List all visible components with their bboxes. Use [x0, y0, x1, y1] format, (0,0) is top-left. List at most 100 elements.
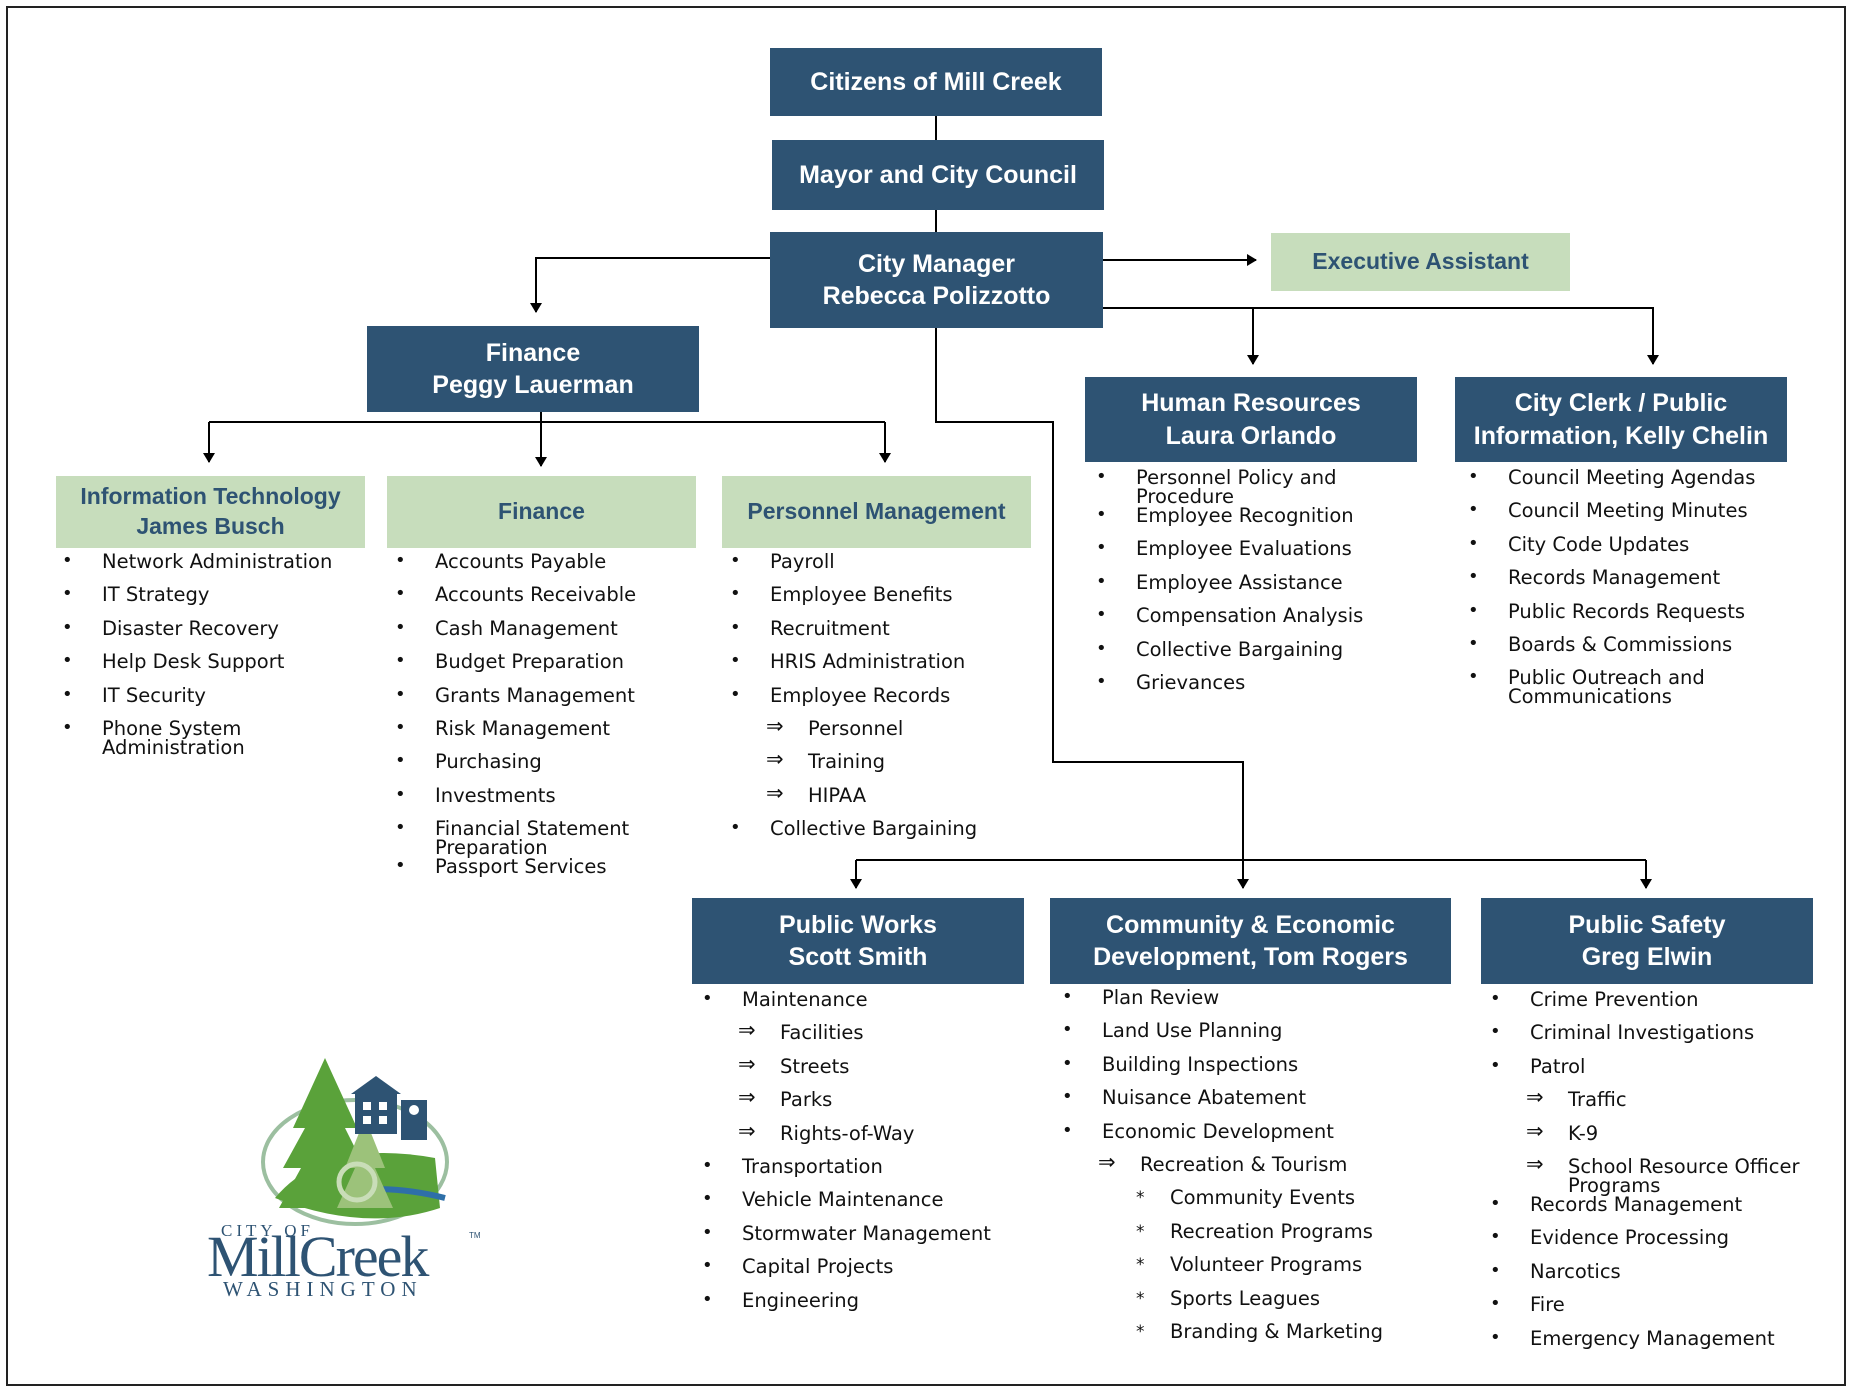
personnel-division-list: •Payroll•Employee Benefits•Recruitment•H… — [724, 550, 1034, 853]
list-item-text: Facilities — [780, 1021, 864, 1045]
list-item-text: Budget Preparation — [435, 650, 624, 674]
bullet-icon: • — [1490, 1259, 1501, 1281]
list-item: ⇒HIPAA — [724, 782, 1034, 819]
list-item-text: Council Meeting Agendas — [1508, 466, 1756, 489]
bullet-icon: • — [395, 616, 406, 638]
bullet-icon: • — [395, 855, 406, 877]
bullet-icon: • — [702, 1221, 713, 1243]
list-item-text: Employee Assistance — [1136, 570, 1343, 594]
asterisk-icon: * — [1136, 1321, 1145, 1342]
list-item: •Personnel Policy and Procedure — [1090, 467, 1430, 506]
list-item-text: Payroll — [770, 550, 835, 573]
city-manager-name: Rebecca Polizzotto — [822, 282, 1051, 310]
asterisk-icon: * — [1136, 1188, 1145, 1209]
list-item: •IT Security — [56, 683, 356, 719]
list-item: ⇒School Resource Officer Programs — [1484, 1153, 1814, 1197]
human-resources-title: Human Resources — [1141, 389, 1361, 417]
bullet-icon: • — [395, 716, 406, 738]
citizens-box: Citizens of Mill Creek — [770, 48, 1102, 116]
list-item-text: Council Meeting Minutes — [1508, 499, 1748, 523]
city-clerk-list: • Council Meeting Agendas • Council Meeting… — [1462, 466, 1802, 707]
bullet-icon: • — [395, 817, 406, 839]
logo-mill — [355, 1092, 397, 1134]
list-item-text: Plan Review — [1102, 986, 1220, 1009]
list-item: •Nuisance Abatement — [1056, 1087, 1436, 1121]
double-arrow-icon: ⇒ — [766, 747, 784, 772]
bullet-icon: • — [62, 650, 73, 672]
bullet-icon: • — [1096, 670, 1107, 692]
mill-creek-logo: CITY OF MillCreek TM WASHINGTON — [207, 1058, 481, 1298]
list-item-text: Stormwater Management — [742, 1221, 991, 1245]
list-item-text: IT Strategy — [102, 583, 210, 607]
it-division-head: James Busch — [136, 513, 285, 539]
bullet-icon: • — [1468, 532, 1479, 554]
list-item-text: Employee Recognition — [1136, 504, 1354, 527]
list-item-text: Purchasing — [435, 750, 542, 774]
list-item-text: Criminal Investigations — [1530, 1021, 1755, 1045]
list-item: •Cash Management — [389, 616, 689, 652]
bullet-icon: • — [1490, 1192, 1501, 1214]
bullet-icon: • — [730, 583, 741, 605]
list-item-text: City Code Updates — [1508, 532, 1690, 556]
list-item: •Phone System Administration — [56, 718, 356, 757]
list-item: •Narcotics — [1484, 1259, 1814, 1295]
bullet-icon: • — [730, 817, 741, 839]
list-item: •Payroll — [724, 550, 1034, 585]
list-item: ⇒ Streets — [696, 1051, 1026, 1090]
bullet-icon: • — [62, 616, 73, 638]
list-item: •Maintenance — [696, 988, 1026, 1023]
public-works-box: Public Works Scott Smith — [692, 898, 1024, 984]
bullet-icon: • — [1468, 632, 1479, 654]
public-works-title: Public Works — [779, 910, 937, 939]
list-item: •Accounts Receivable — [389, 584, 689, 618]
list-item-text: Evidence Processing — [1530, 1226, 1730, 1250]
bullet-icon: • — [1468, 599, 1479, 621]
list-item: ⇒K-9 — [1484, 1120, 1814, 1157]
list-item: •Criminal Investigations — [1484, 1021, 1814, 1056]
bullet-icon: • — [730, 683, 741, 705]
list-item: •Budget Preparation — [389, 650, 689, 685]
list-item-text: Patrol — [1530, 1054, 1586, 1078]
list-item-text: Maintenance — [742, 988, 868, 1011]
list-item: ⇒Rights-of-Way — [696, 1120, 1026, 1157]
list-item: •Plan Review — [1056, 986, 1436, 1021]
list-item-text: Employee Evaluations — [1136, 537, 1352, 561]
list-item: •Fire — [1484, 1293, 1814, 1328]
double-arrow-icon: ⇒ — [738, 1051, 756, 1076]
list-item-text: Public Records Requests — [1508, 599, 1746, 623]
list-item-text: Records Management — [1508, 566, 1721, 590]
it-division-list: •Network Administration•IT Strategy•Disa… — [56, 550, 356, 757]
list-item-text: Collective Bargaining — [1136, 637, 1344, 661]
list-item: •Building Inspections — [1056, 1054, 1436, 1088]
double-arrow-icon: ⇒ — [738, 1018, 756, 1043]
list-item: •Compensation Analysis — [1090, 604, 1430, 639]
list-item-text: Boards & Commissions — [1508, 632, 1733, 656]
bullet-icon: • — [730, 650, 741, 672]
list-item: *Volunteer Programs — [1056, 1255, 1436, 1288]
list-item: •Accounts Payable — [389, 551, 689, 585]
list-item-text: Streets — [780, 1054, 850, 1078]
list-item: •Evidence Processing — [1484, 1226, 1814, 1261]
list-item-text: Fire — [1530, 1293, 1565, 1317]
bullet-icon: • — [62, 683, 73, 705]
list-item-text: Vehicle Maintenance — [742, 1188, 944, 1212]
bullet-icon: • — [1468, 466, 1479, 487]
list-item-text: School Resource Officer Programs — [1568, 1154, 1800, 1197]
logo-waterwheel — [336, 1161, 378, 1203]
bullet-icon: • — [62, 550, 73, 571]
list-item-text: Personnel — [808, 716, 904, 740]
city-manager-box: City Manager Rebecca Polizzotto — [770, 232, 1103, 328]
list-item: •Crime Prevention — [1484, 988, 1814, 1023]
list-item: •Public Outreach and Communications — [1462, 667, 1802, 706]
list-item: *Sports Leagues — [1056, 1288, 1436, 1322]
community-dev-box: Community & Economic Development, Tom Ro… — [1050, 898, 1451, 984]
list-item: • City Code Updates — [1462, 532, 1802, 568]
bullet-icon: • — [1490, 988, 1501, 1009]
list-item: •Collective Bargaining — [1090, 637, 1430, 673]
list-item-text: Investments — [435, 783, 556, 807]
human-resources-list: •Personnel Policy and Procedure • Employee… — [1090, 467, 1430, 706]
list-item-text: Compensation Analysis — [1136, 604, 1364, 628]
list-item: •Disaster Recovery — [56, 616, 356, 652]
double-arrow-icon: ⇒ — [738, 1085, 756, 1110]
list-item: ⇒Recreation & Tourism — [1056, 1151, 1436, 1188]
